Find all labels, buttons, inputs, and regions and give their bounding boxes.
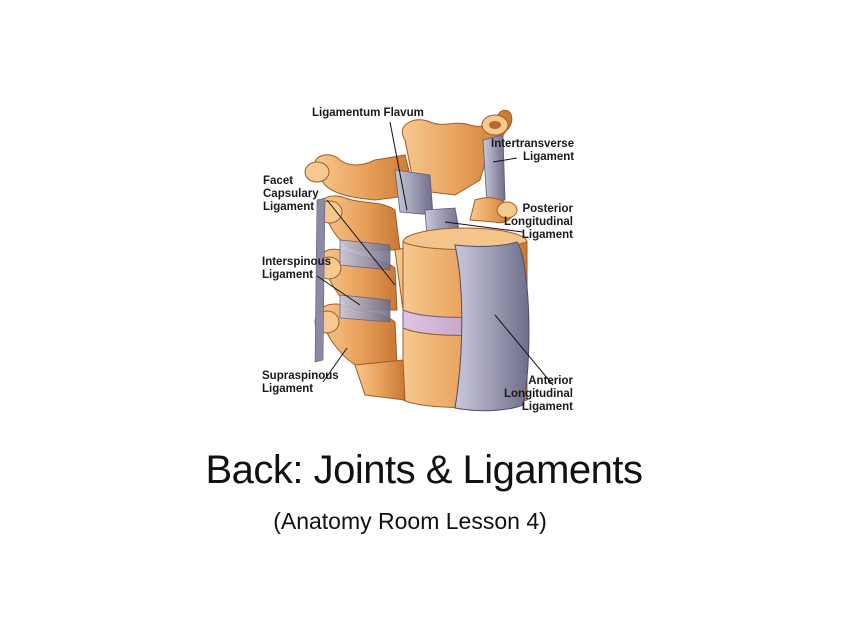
slide-title: Back: Joints & Ligaments: [0, 448, 848, 493]
label-interspinous-ligament: Interspinous Ligament: [262, 256, 331, 282]
label-posterior-longitudinal-ligament: Posterior Longitudinal Ligament: [504, 203, 573, 242]
spine-ligaments-illustration: Ligamentum Flavum Intertransverse Ligame…: [255, 100, 595, 425]
label-ligamentum-flavum: Ligamentum Flavum: [312, 107, 424, 120]
label-facet-capsulary-ligament: Facet Capsulary Ligament: [263, 175, 319, 214]
interspinous-ligament-shape: [340, 240, 390, 270]
slide-subtitle: (Anatomy Room Lesson 4): [0, 508, 820, 535]
label-anterior-longitudinal-ligament: Anterior Longitudinal Ligament: [504, 375, 573, 414]
label-intertransverse-ligament: Intertransverse Ligament: [491, 138, 574, 164]
label-supraspinous-ligament: Supraspinous Ligament: [262, 370, 339, 396]
